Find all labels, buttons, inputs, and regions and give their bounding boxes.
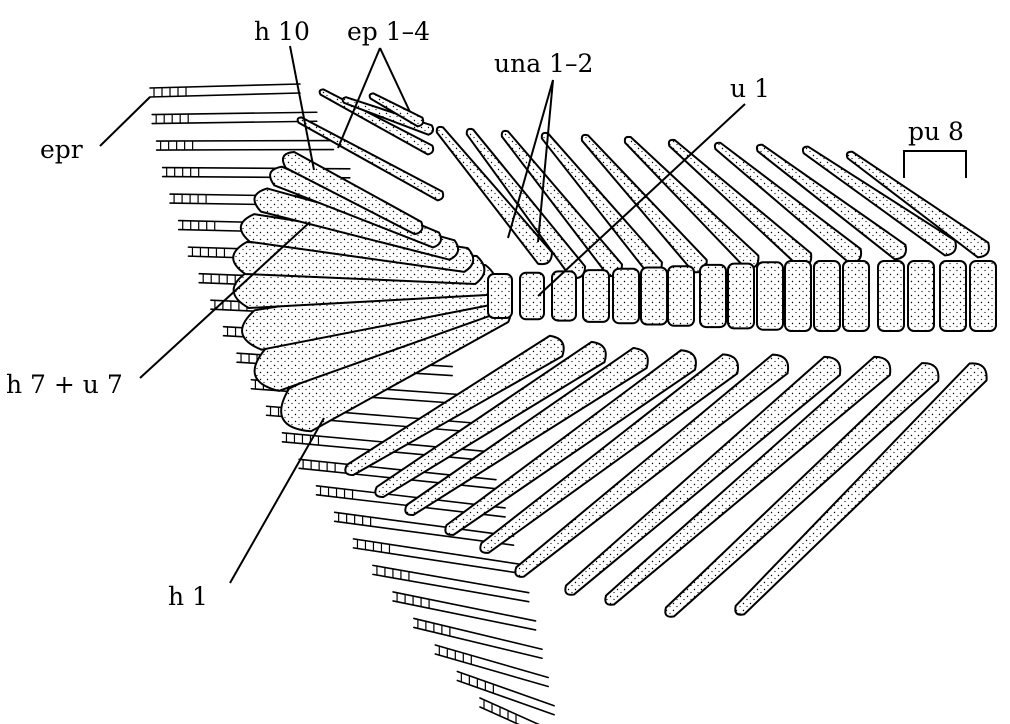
- leader-lines: [99, 45, 967, 584]
- vertebra: [612, 267, 640, 325]
- neural-spine: [667, 138, 813, 268]
- epural: [296, 116, 445, 202]
- haemal-spine: [344, 334, 565, 477]
- leader-ep-a: [337, 47, 381, 149]
- neural-spine: [623, 135, 760, 270]
- neural-spine: [713, 141, 863, 265]
- label-h1: h 1: [168, 582, 208, 611]
- haemal-spine: [514, 353, 790, 578]
- haemal-spine: [479, 353, 739, 554]
- label-h7u7: h 7 + u 7: [6, 370, 123, 399]
- hypural: [239, 213, 475, 273]
- bracket-pu8: [903, 150, 967, 178]
- fin-ray: [155, 139, 335, 142]
- vertebra: [756, 261, 784, 331]
- neural-spine: [845, 150, 990, 259]
- fin-ray: [456, 679, 555, 716]
- fin-ray: [392, 600, 537, 631]
- fin-ray: [155, 148, 335, 151]
- leader-u1: [537, 103, 746, 297]
- fin-ray: [392, 591, 537, 622]
- vertebra: [487, 273, 513, 319]
- neural-spine: [435, 125, 553, 266]
- neural-spine: [755, 143, 907, 261]
- fin-ray: [151, 120, 318, 125]
- vertebra: [667, 265, 695, 327]
- leader-una-b: [537, 79, 554, 243]
- vertebra: [877, 260, 905, 332]
- hypural: [281, 151, 424, 236]
- haemal-spine: [664, 362, 940, 618]
- leader-ep-b: [379, 47, 411, 113]
- fin-ray: [149, 83, 301, 89]
- label-una: una 1–2: [494, 49, 593, 78]
- haemal-spine: [444, 349, 697, 536]
- label-u1: u 1: [730, 74, 770, 103]
- vertebra: [699, 263, 727, 329]
- vertebra: [582, 269, 610, 323]
- vertebra: [842, 260, 870, 332]
- fin-ray: [434, 653, 549, 688]
- vertebra: [784, 260, 812, 332]
- fin-ray: [413, 626, 543, 660]
- leader-h1: [229, 417, 325, 584]
- haemal-spine: [564, 355, 842, 596]
- vertebra: [813, 260, 841, 332]
- vertebra: [907, 260, 935, 332]
- leader-h7u7: [139, 221, 311, 379]
- haemal-spine: [604, 355, 892, 606]
- label-h10: h 10: [254, 17, 310, 46]
- label-epr: epr: [40, 135, 83, 164]
- vertebra: [727, 262, 755, 330]
- label-ep: ep 1–4: [347, 17, 430, 46]
- fin-ray: [456, 670, 555, 707]
- epurals: [296, 88, 445, 202]
- haemal-spine: [374, 340, 607, 499]
- fin-ray: [372, 573, 530, 603]
- haemal-spine: [734, 362, 988, 616]
- fin-ray: [434, 644, 549, 679]
- haemal-spines: [344, 334, 988, 618]
- leader-h10: [289, 45, 315, 171]
- label-pu8: pu 8: [908, 117, 964, 146]
- fin-ray: [352, 538, 523, 566]
- neural-spines: [435, 125, 990, 279]
- fin-ray: [413, 617, 543, 651]
- vertebra: [939, 260, 967, 332]
- epural: [341, 96, 435, 136]
- hypural: [269, 165, 442, 249]
- vertebra: [640, 266, 668, 326]
- fin-ray: [333, 511, 515, 537]
- fin-ray: [149, 92, 301, 98]
- vertebra: [969, 260, 997, 332]
- vertebra: [519, 271, 545, 321]
- hypural: [232, 241, 486, 285]
- fin-ray: [479, 697, 540, 724]
- leader-epr: [99, 96, 151, 147]
- epural: [318, 88, 435, 156]
- neural-spine: [801, 145, 957, 257]
- leader-una-a: [507, 79, 554, 239]
- hypural-plates: [232, 151, 513, 433]
- vertebral-column: [487, 260, 997, 332]
- fin-ray: [151, 111, 318, 116]
- haemal-spine: [404, 346, 649, 517]
- hypural: [253, 187, 460, 261]
- fin-ray: [479, 706, 520, 724]
- epural: [368, 92, 425, 128]
- fin-ray: [372, 564, 530, 594]
